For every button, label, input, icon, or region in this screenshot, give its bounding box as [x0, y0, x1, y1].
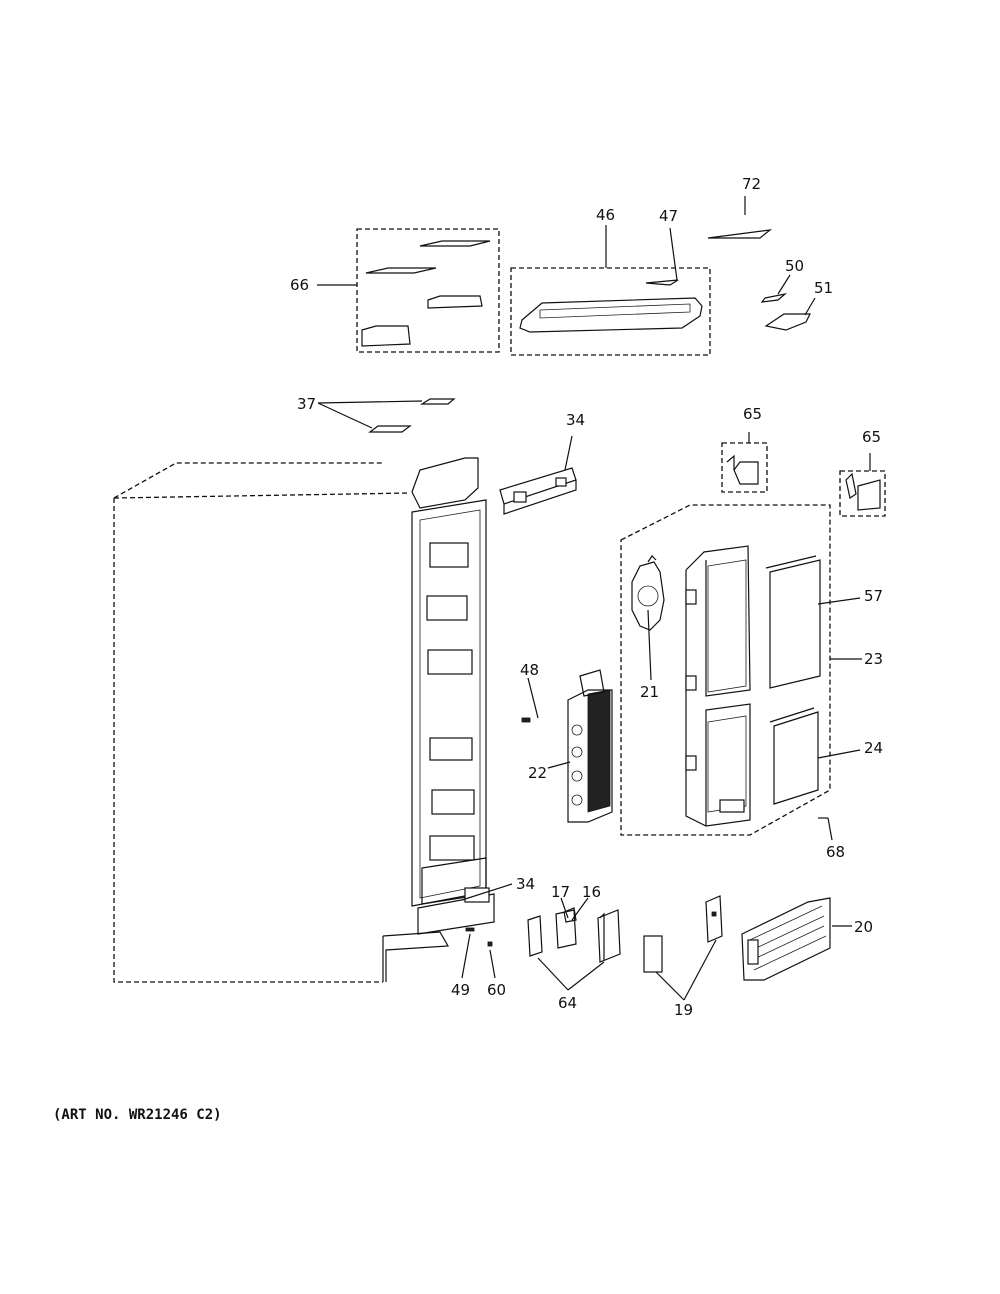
- cabinet-body: [113, 457, 495, 983]
- part-group-64: [527, 897, 621, 991]
- callout-labels: 72 46 47 66 50 51 37 34 65 65 57 23 21 4…: [290, 175, 883, 1019]
- part-37-plates: [317, 398, 456, 433]
- part-group-65-right: [839, 453, 886, 517]
- callout-72: 72: [742, 175, 761, 193]
- callout-24: 24: [864, 739, 883, 757]
- callout-22: 22: [528, 764, 547, 782]
- callout-46: 46: [596, 206, 615, 224]
- callout-17: 17: [551, 883, 570, 901]
- part-21-motor: [631, 555, 665, 681]
- part-group-23: [620, 504, 862, 836]
- callout-60: 60: [487, 981, 506, 999]
- part-48-22: [521, 669, 613, 823]
- callout-65-right: 65: [862, 428, 881, 446]
- callout-34-bottom: 34: [516, 875, 535, 893]
- part-68: [818, 817, 833, 841]
- part-50-51: [760, 274, 816, 331]
- callout-66: 66: [290, 276, 309, 294]
- callout-68: 68: [826, 843, 845, 861]
- callout-21: 21: [640, 683, 659, 701]
- callout-48: 48: [520, 661, 539, 679]
- art-number-label: (ART NO. WR21246 C2): [53, 1107, 222, 1123]
- callout-47: 47: [659, 207, 678, 225]
- callout-34-top: 34: [566, 411, 585, 429]
- callout-50: 50: [785, 257, 804, 275]
- part-20-grille: [741, 897, 852, 981]
- callout-65-left: 65: [743, 405, 762, 423]
- callout-51: 51: [814, 279, 833, 297]
- part-34-top-bracket: [499, 435, 577, 515]
- callout-49: 49: [451, 981, 470, 999]
- part-49-60: [461, 927, 496, 979]
- callout-57: 57: [864, 587, 883, 605]
- part-group-19: [643, 895, 723, 1001]
- callout-23: 23: [864, 650, 883, 668]
- callout-19: 19: [674, 1001, 693, 1019]
- part-group-66: [317, 228, 500, 353]
- callout-20: 20: [854, 918, 873, 936]
- part-group-65-left: [721, 432, 768, 493]
- callout-37: 37: [297, 395, 316, 413]
- callout-64: 64: [558, 994, 577, 1012]
- part-72-plate: [707, 196, 773, 239]
- callout-16: 16: [582, 883, 601, 901]
- part-group-46: [510, 225, 711, 356]
- part-34-bottom-leader: [461, 883, 513, 901]
